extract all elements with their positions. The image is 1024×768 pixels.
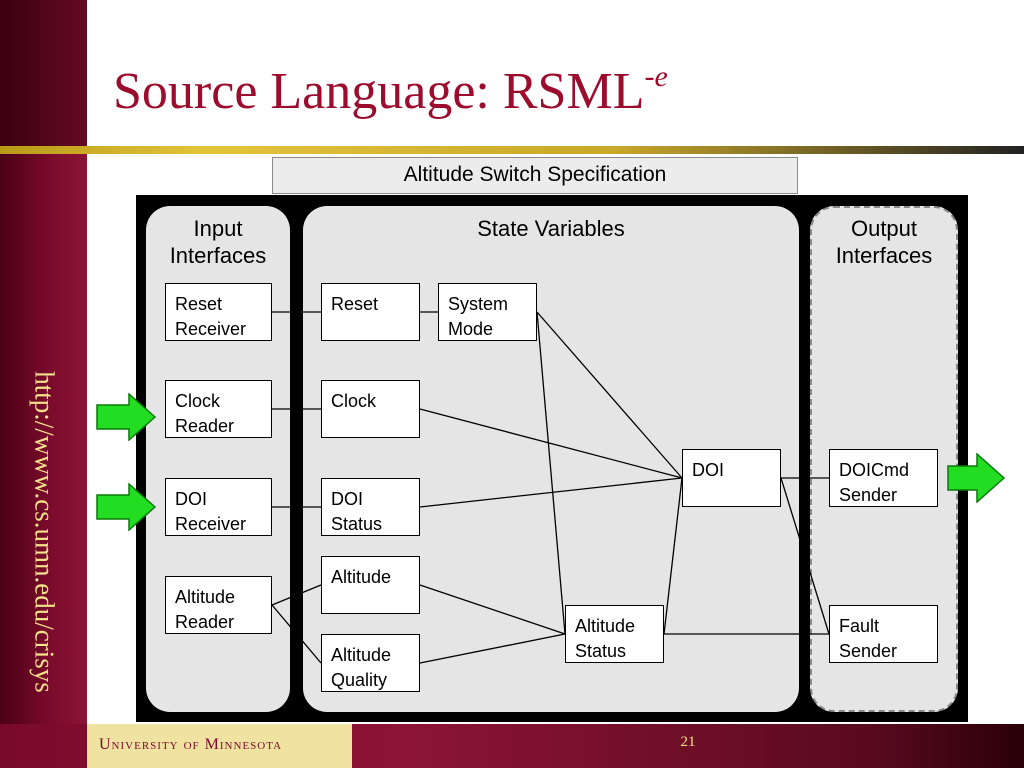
doi-status-label-line1: DOI: [331, 489, 364, 509]
reset-receiver-label-line1: Reset: [175, 294, 223, 314]
course-url: http://www.cs.umn.edu/crisys: [29, 371, 60, 693]
doi-receiver-label-line1: DOI: [175, 489, 208, 509]
edge-altitude_reader-to-altitude_quality: [271, 604, 322, 664]
state-panel-label: State Variables: [303, 215, 799, 242]
university-name: University of Minnesota: [99, 736, 283, 753]
system-mode-label-line2: Mode: [448, 319, 494, 339]
clock-reader-label-line2: Reader: [175, 416, 235, 436]
fault-sender-label-line2: Sender: [839, 641, 898, 661]
doi-receiver-node: DOI Receiver: [165, 478, 272, 536]
doicmd-output-arrow-icon: [947, 453, 1006, 503]
doi-state-node: DOI: [682, 449, 781, 507]
input-panel-label-line2: Interfaces: [169, 243, 267, 268]
reset-receiver-label-line2: Receiver: [175, 319, 247, 339]
edge-altitude-to-altitude_status: [419, 584, 566, 635]
slide-title-superscript: -e: [644, 60, 668, 93]
doicmd-sender-label-line1: DOICmd: [839, 460, 910, 480]
reset-state-label: Reset: [331, 294, 379, 314]
edge-doi-to-fault_sender: [780, 477, 830, 635]
doi-receiver-label-line2: Receiver: [175, 514, 247, 534]
sidebar-top-block: [0, 0, 87, 148]
doi-input-arrow-icon: [96, 483, 157, 531]
edge-system_mode-to-altitude_status: [536, 311, 566, 635]
output-panel-label-line1: Output: [850, 216, 918, 241]
doicmd-sender-node: DOICmd Sender: [829, 449, 938, 507]
doicmd-sender-label-line2: Sender: [839, 485, 898, 505]
altitude-state-node: Altitude: [321, 556, 420, 614]
altitude-reader-label-line2: Reader: [175, 612, 235, 632]
edge-altitude_reader-to-altitude: [271, 584, 322, 606]
title-divider: [0, 146, 1024, 154]
reset-state-node: Reset: [321, 283, 420, 341]
slide-title: Source Language: RSML-e: [113, 60, 668, 121]
output-panel-label: Output Interfaces: [812, 215, 956, 269]
altitude-status-label-line1: Altitude: [575, 616, 636, 636]
clock-reader-label-line1: Clock: [175, 391, 221, 411]
edge-altitude_quality-to-altitude_status: [419, 633, 566, 664]
state-panel-label-line1: State Variables: [477, 216, 625, 241]
clock-reader-node: Clock Reader: [165, 380, 272, 438]
edge-altitude_status-to-doi: [663, 477, 683, 635]
page-number: 21: [680, 734, 696, 750]
altitude-reader-node: Altitude Reader: [165, 576, 272, 634]
edge-system_mode-to-doi: [536, 311, 683, 479]
altitude-state-label: Altitude: [331, 567, 392, 587]
output-panel-label-line2: Interfaces: [835, 243, 933, 268]
diagram-header: Altitude Switch Specification: [272, 157, 798, 194]
clock-state-node: Clock: [321, 380, 420, 438]
reset-receiver-node: Reset Receiver: [165, 283, 272, 341]
altitude-status-node: Altitude Status: [565, 605, 664, 663]
fault-sender-label-line1: Fault: [839, 616, 880, 636]
clock-state-label: Clock: [331, 391, 377, 411]
altitude-status-label-line2: Status: [575, 641, 627, 661]
input-panel-label: Input Interfaces: [146, 215, 290, 269]
edge-clock-to-doi: [419, 408, 683, 479]
fault-sender-node: Fault Sender: [829, 605, 938, 663]
altitude-reader-label-line1: Altitude: [175, 587, 236, 607]
doi-state-label: DOI: [692, 460, 725, 480]
doi-status-node: DOI Status: [321, 478, 420, 536]
diagram-frame: Input Interfaces State Variables Output …: [136, 195, 968, 722]
connector-lines: [271, 311, 830, 664]
slide-title-text: Source Language: RSML: [113, 63, 645, 120]
system-mode-node: System Mode: [438, 283, 537, 341]
input-panel-label-line1: Input: [193, 216, 243, 241]
doi-status-label-line2: Status: [331, 514, 383, 534]
altitude-quality-label-line2: Quality: [331, 670, 388, 690]
edge-doi_status-to-doi: [419, 477, 683, 508]
altitude-quality-label-line1: Altitude: [331, 645, 392, 665]
altitude-quality-node: Altitude Quality: [321, 634, 420, 692]
university-logo: University of Minnesota: [87, 724, 352, 768]
clock-input-arrow-icon: [96, 393, 157, 441]
system-mode-label-line1: System: [448, 294, 509, 314]
